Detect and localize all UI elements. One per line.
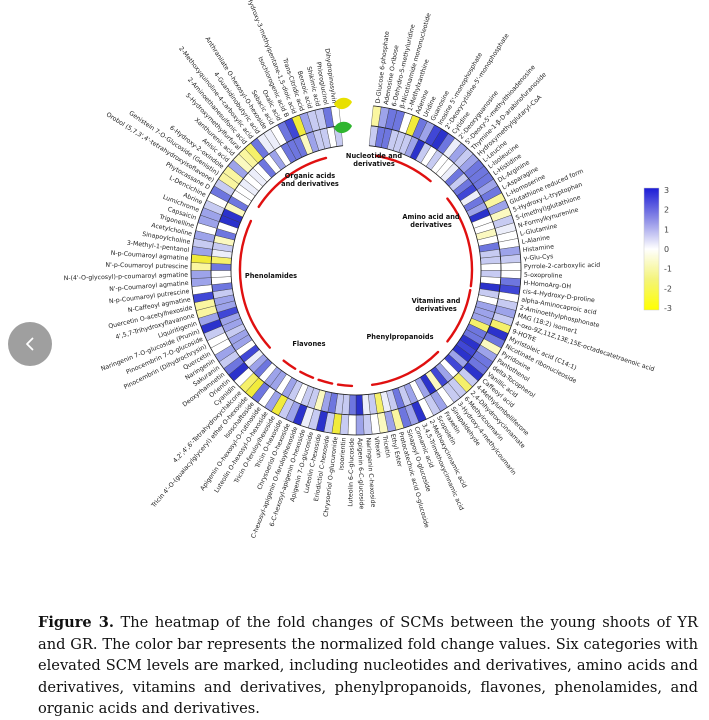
metabolite-label: Isoorientin [338, 437, 347, 470]
metabolite-label: L-Alanine [521, 234, 551, 246]
category-label: Phenolamides [245, 272, 297, 280]
green-leaf-icon [334, 121, 352, 134]
color-bar-tick-label: 2 [664, 206, 669, 215]
chevron-left-icon [26, 337, 34, 351]
metabolite-label: Luteolin 6-C-glucoside [347, 438, 356, 507]
back-button[interactable] [8, 322, 52, 366]
metabolite-label: Histamine [522, 243, 554, 254]
category-arc [257, 156, 328, 209]
metabolite-label: N-(4'-O-glycosyl)-p-coumaroyl agmatine [64, 272, 189, 282]
color-bar-tick-label: -1 [664, 265, 672, 274]
heatmap-cell-outer [190, 262, 212, 271]
color-bar-tick-label: 0 [664, 245, 669, 254]
category-arcs [238, 154, 474, 388]
heatmap-cell-inner [480, 270, 502, 278]
metabolite-label: Apigenin 6-C-glucoside [356, 438, 365, 510]
metabolite-label: N'-p-Coumaroyl putrescine [105, 262, 188, 271]
ring-border [190, 105, 522, 436]
color-bar-tick-label: -2 [664, 284, 672, 293]
heatmap-cell-inner [348, 394, 357, 416]
yellow-leaf-icon [334, 97, 352, 110]
color-bar-tick-label: 1 [664, 225, 669, 234]
category-arc [238, 219, 271, 349]
heatmap-cell-inner [210, 270, 232, 278]
metabolite-label: Tricin 4'-O-(guaiacylglyceryl) ether O-h… [150, 395, 250, 510]
caption-label: Figure 3. [38, 614, 114, 631]
metabolite-label: H-HomoArg-OH [523, 280, 571, 291]
heatmap-cell-inner [480, 263, 502, 271]
category-arc [280, 357, 354, 388]
ring-border [230, 145, 482, 396]
category-arc [446, 288, 472, 343]
sample-legend [334, 97, 352, 134]
metabolite-label: Vitexin [373, 436, 383, 458]
category-arc [370, 350, 440, 387]
category-label: Phenylpropanoids [366, 333, 433, 341]
heatmap-cell-outer [190, 270, 212, 279]
heatmap-cell-outer [500, 262, 522, 271]
heatmap-ring-borders [190, 105, 522, 436]
metabolite-label: 5-oxoproline [524, 272, 563, 280]
heatmap-cell-outer [355, 414, 365, 436]
metabolite-label: γ-Glu-Cys [523, 253, 553, 262]
category-arc [374, 154, 432, 183]
ring-border [210, 125, 502, 416]
heatmap-cell-inner [355, 394, 364, 416]
metabolite-label: Pyrrole-2-carboxylic acid [524, 262, 600, 271]
caption-text: The heatmap of the fold changes of SCMs … [38, 614, 698, 717]
heatmap-cell-outer [500, 270, 522, 279]
heatmap-cell-outer [347, 414, 357, 436]
color-bar-tick-label: -3 [664, 304, 672, 313]
color-bar: 3 2 1 0 -1 -2 -3 [643, 186, 672, 313]
color-bar-gradient [643, 187, 660, 311]
figure-caption: Figure 3. The heatmap of the fold change… [38, 612, 698, 720]
category-arc [446, 197, 474, 288]
category-label: Flavones [292, 340, 325, 348]
heatmap-cell-inner [210, 263, 232, 271]
metabolite-label: Tricetin [381, 434, 392, 458]
color-bar-tick-label: 3 [664, 186, 669, 195]
